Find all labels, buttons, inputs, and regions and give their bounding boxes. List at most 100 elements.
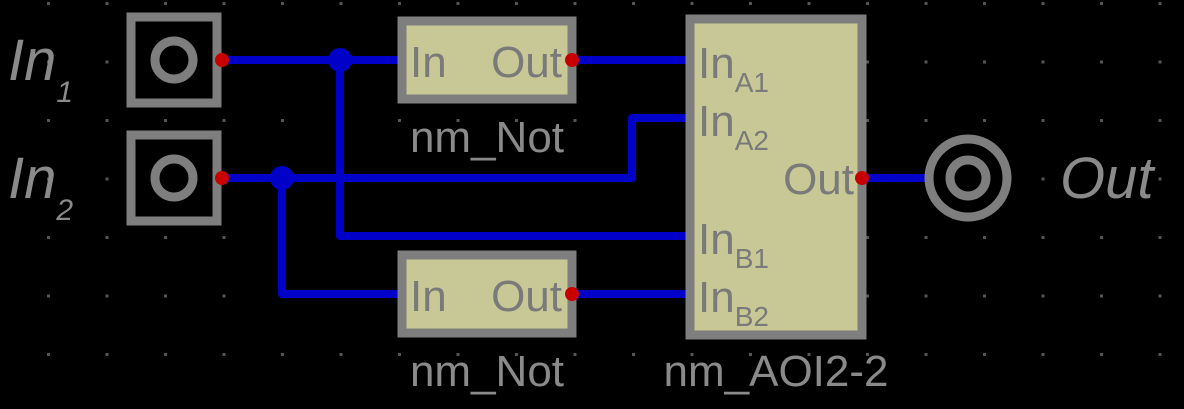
grid-dot [573,353,577,356]
grid-dot [690,2,694,5]
aoi-out-pin [855,171,869,185]
grid-dot [1041,2,1045,5]
grid-dot [456,353,460,356]
input-port-2[interactable] [126,130,229,226]
not-gate-2-out-pin [565,287,579,301]
grid-dot [47,2,50,5]
aoi-out-label: Out [783,155,854,204]
junction-in2 [270,166,294,190]
grid-dot [105,119,109,122]
not-gate-2-body [397,250,577,338]
not-gate-1-out-pin [565,53,579,67]
grid-dot [690,353,694,356]
grid-dot [983,60,986,64]
grid-dot [924,2,928,5]
grid-dot [222,353,226,356]
grid-dot [105,2,109,5]
grid-dot [1158,2,1162,5]
grid-dot [222,294,226,298]
wire-in1-to-b1 [336,56,694,240]
grid-dot [1100,353,1103,356]
grid-dot [924,294,928,298]
grid-dot [866,294,869,298]
grid-dot [924,353,928,356]
aoi-pin-a2-label: InA2 [698,97,769,156]
not-gate-1-name: nm_Not [410,113,564,162]
input-label-2: In2 [8,146,73,227]
input-port-2-pin [215,171,229,185]
not-gate-2-name: nm_Not [410,347,564,396]
grid-dot [1100,294,1103,298]
not-gate-1[interactable]: In Out [397,16,579,104]
grid-dot [866,2,869,5]
grid-dot [281,2,284,5]
grid-dot [164,119,167,122]
aoi-pin-b1-label: InB1 [698,215,769,274]
input-port-2-box [126,130,222,226]
input-port-1-box [126,12,222,108]
aoi-pin-a1-label: InA1 [698,39,769,98]
grid-dot [1100,177,1103,181]
grid-dot [164,353,167,356]
junction-in1 [328,48,352,72]
grid-dot [47,236,50,239]
grid-dot [807,2,811,5]
output-port-inner-ring [945,155,991,201]
grid-dot [1158,60,1162,64]
aoi-gate-body [685,14,867,340]
grid-dot [164,2,167,5]
grid-dot [339,2,343,5]
grid-dot [632,2,635,5]
grid-dot [573,2,577,5]
input-port-1-ring [150,36,198,84]
aoi-gate[interactable]: InA1 InA2 InB1 InB2 Out [685,14,869,340]
grid-dot [1041,353,1045,356]
grid-dot [398,2,401,5]
grid-dot [339,353,343,356]
grid-dot [1100,236,1103,239]
grid-dot [1158,119,1162,122]
grid-dot [866,236,869,239]
grid-dot [749,2,752,5]
grid-dot [105,294,109,298]
grid-dot [924,119,928,122]
grid-dot [105,177,109,181]
grid-dot [1041,236,1045,239]
not-gate-2-out-label: Out [491,272,562,321]
grid-dot [222,2,226,5]
grid-dot [47,177,50,181]
grid-dot [1100,2,1103,5]
grid-dot [222,236,226,239]
grid-dot [924,60,928,64]
grid-dot [807,353,811,356]
wire-in2-to-a2 [218,114,694,182]
output-port[interactable] [924,134,1012,222]
grid-dot [1100,119,1103,122]
grid-dot [983,353,986,356]
grid-dot [983,294,986,298]
input-port-2-ring [150,154,198,202]
grid-dot [866,353,869,356]
grid-dot [1041,294,1045,298]
grid-dot [983,236,986,239]
output-port-outer-ring [924,134,1012,222]
grid-dot [1041,177,1045,181]
grid-dot [924,236,928,239]
grid-dot [749,353,752,356]
grid-dot [222,119,226,122]
not-gate-1-out-label: Out [491,38,562,87]
grid-dot [105,236,109,239]
grid-dot [1158,353,1162,356]
grid-dot [1158,294,1162,298]
input-label-1: In1 [8,28,73,109]
grid-dot [1041,119,1045,122]
grid-dot [164,294,167,298]
not-gate-2[interactable]: In Out [397,250,579,338]
grid-dot [1041,60,1045,64]
grid-dot [983,2,986,5]
grid-dot [47,119,50,122]
grid-dot [573,119,577,122]
grid-dot [1158,236,1162,239]
input-port-1[interactable] [126,12,229,108]
